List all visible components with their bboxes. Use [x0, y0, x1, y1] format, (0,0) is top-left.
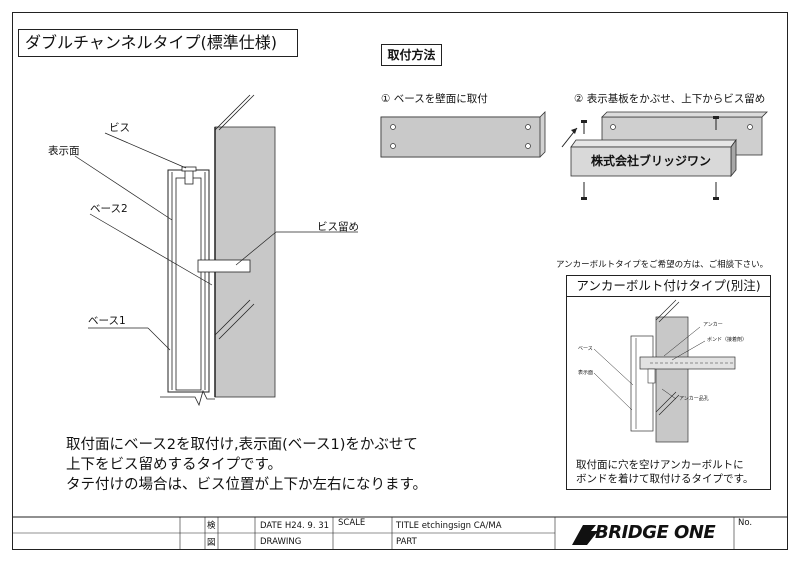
anchor-description: 取付面に穴を空けアンカーボルトに ボンドを着けて取付けるタイプです。 — [576, 458, 753, 486]
tb-title: TITLE etchingsign CA/MA — [396, 521, 502, 531]
anchor-label-base: ベース — [578, 346, 593, 352]
description-line-3: タテ付けの場合は、ビス位置が上下か左右になります。 — [66, 477, 428, 493]
tb-mark-1: 検 — [207, 521, 216, 531]
tb-drawing: DRAWING — [260, 537, 302, 547]
anchor-label-anchor: アンカー — [703, 322, 723, 328]
method-heading: 取付方法 — [381, 44, 442, 66]
tb-part: PART — [396, 537, 417, 547]
description-line-1: 取付面にベース2を取付け,表示面(ベース1)をかぶせて — [66, 437, 418, 453]
description-line-2: 上下をビス留めするタイプです。 — [66, 457, 283, 473]
label-display-face: 表示面 — [48, 145, 80, 157]
anchor-label-bond: ボンド（接着剤） — [707, 337, 748, 343]
anchor-note: アンカーボルトタイプをご希望の方は、ご相談下さい。 — [556, 260, 769, 270]
label-base2: ベース2 — [90, 203, 128, 215]
anchor-panel — [566, 275, 771, 490]
label-screw-fix: ビス留め — [317, 221, 359, 233]
bottom-screws — [581, 182, 719, 200]
plate-text: 株式会社ブリッジワン — [590, 154, 711, 168]
anchor-label-hole: アンカー品孔 — [679, 396, 709, 402]
top-screws — [561, 116, 719, 148]
brand-logo-icon — [572, 525, 598, 545]
drawing-frame — [12, 12, 788, 550]
label-screw: ビス — [109, 122, 130, 134]
step-2-label: ② 表示基板をかぶせ、上下からビス留め — [574, 93, 766, 105]
tb-mark-2: 図 — [207, 538, 216, 548]
anchor-label-display-face: 表示面 — [578, 370, 594, 376]
display-plate — [570, 138, 737, 178]
drawing-title: ダブルチャンネルタイプ(標準仕様) — [18, 29, 298, 57]
tb-no: No. — [738, 518, 753, 528]
tb-date: DATE H24. 9. 31 — [260, 521, 330, 531]
brand-name: BRIDGE ONE — [595, 522, 716, 543]
anchor-description-line-1: 取付面に穴を空けアンカーボルトに — [576, 459, 744, 471]
anchor-description-line-2: ボンドを着けて取付けるタイプです。 — [576, 473, 754, 485]
anchor-title: アンカーボルト付けタイプ(別注) — [566, 275, 771, 297]
tb-scale: SCALE — [338, 518, 366, 528]
label-base1: ベース1 — [88, 315, 126, 327]
base-plate-step1 — [380, 111, 546, 158]
step-1-label: ① ベースを壁面に取付 — [381, 93, 488, 105]
description: 取付面にベース2を取付け,表示面(ベース1)をかぶせて 上下をビス留めするタイプ… — [66, 435, 427, 495]
